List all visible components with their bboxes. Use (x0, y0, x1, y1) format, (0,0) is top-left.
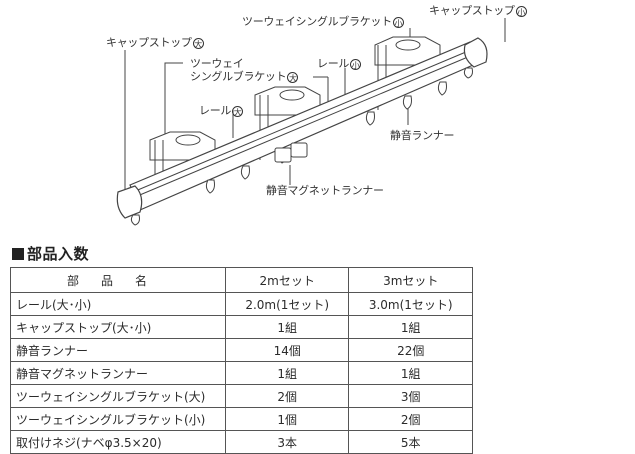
parts-count-table: 部品名 2mセット 3mセット レール(大･小) 2.0m(1セット) 3.0m… (10, 267, 473, 454)
cell-part-name: キャップストップ(大･小) (10, 315, 226, 339)
header-part-name: 部品名 (10, 267, 226, 293)
cell-part-name: ツーウェイシングルブラケット(大) (10, 384, 226, 408)
section-title: 部品入数 (12, 243, 89, 264)
cell-2m: 3本 (224, 430, 350, 454)
cell-2m: 14個 (224, 338, 350, 362)
label-cap-stop-large: キャップストップ大 (106, 36, 204, 49)
cell-3m: 2個 (348, 407, 473, 431)
table-row: キャップストップ(大･小) 1組 1組 (10, 315, 473, 339)
cell-3m: 1組 (348, 361, 473, 385)
table-row: 取付けネジ(ナベφ3.5×20) 3本 5本 (10, 430, 473, 454)
table-row: 静音ランナー 14個 22個 (10, 338, 473, 362)
cell-part-name: 静音ランナー (10, 338, 226, 362)
cell-2m: 1組 (224, 361, 350, 385)
cell-part-name: レール(大･小) (10, 292, 226, 316)
size-small-icon: 小 (515, 5, 527, 17)
table-header-row: 部品名 2mセット 3mセット (10, 267, 473, 293)
cell-3m: 3.0m(1セット) (348, 292, 473, 316)
cell-3m: 5本 (348, 430, 473, 454)
cell-3m: 1組 (348, 315, 473, 339)
curtain-rail-diagram (116, 18, 506, 226)
cell-2m: 2個 (224, 384, 350, 408)
size-small-icon: 小 (350, 58, 362, 70)
size-large-icon: 大 (287, 71, 299, 83)
cell-part-name: ツーウェイシングルブラケット(小) (10, 407, 226, 431)
label-rail-large: レール大 (199, 104, 244, 117)
header-3m-set: 3mセット (348, 267, 473, 293)
label-silent-runner: 静音ランナー (390, 129, 455, 142)
table-row: 静音マグネットランナー 1組 1組 (10, 361, 473, 385)
label-cap-stop-small: キャップストップ小 (429, 4, 527, 17)
label-bracket-large: ツーウェイ シングルブラケット大 (190, 57, 299, 83)
curtain-rail-illustration: キャップストップ大 ツーウェイ シングルブラケット大 レール大 ツーウェイシング… (106, 4, 527, 226)
cell-part-name: 静音マグネットランナー (10, 361, 226, 385)
table-row: ツーウェイシングルブラケット(小) 1個 2個 (10, 407, 473, 431)
table-row: レール(大･小) 2.0m(1セット) 3.0m(1セット) (10, 292, 473, 316)
header-2m-set: 2mセット (224, 267, 350, 293)
size-large-icon: 大 (232, 105, 244, 117)
cell-2m: 1組 (224, 315, 350, 339)
table-row: ツーウェイシングルブラケット(大) 2個 3個 (10, 384, 473, 408)
label-silent-magnet-runner: 静音マグネットランナー (266, 184, 384, 197)
label-rail-small: レール小 (317, 57, 362, 70)
cell-part-name: 取付けネジ(ナベφ3.5×20) (10, 430, 226, 454)
size-large-icon: 大 (192, 37, 204, 49)
size-small-icon: 小 (392, 16, 404, 28)
label-bracket-small: ツーウェイシングルブラケット小 (242, 15, 404, 28)
cell-2m: 1個 (224, 407, 350, 431)
cell-2m: 2.0m(1セット) (224, 292, 350, 316)
cell-3m: 22個 (348, 338, 473, 362)
square-bullet-icon (12, 248, 24, 260)
cell-3m: 3個 (348, 384, 473, 408)
